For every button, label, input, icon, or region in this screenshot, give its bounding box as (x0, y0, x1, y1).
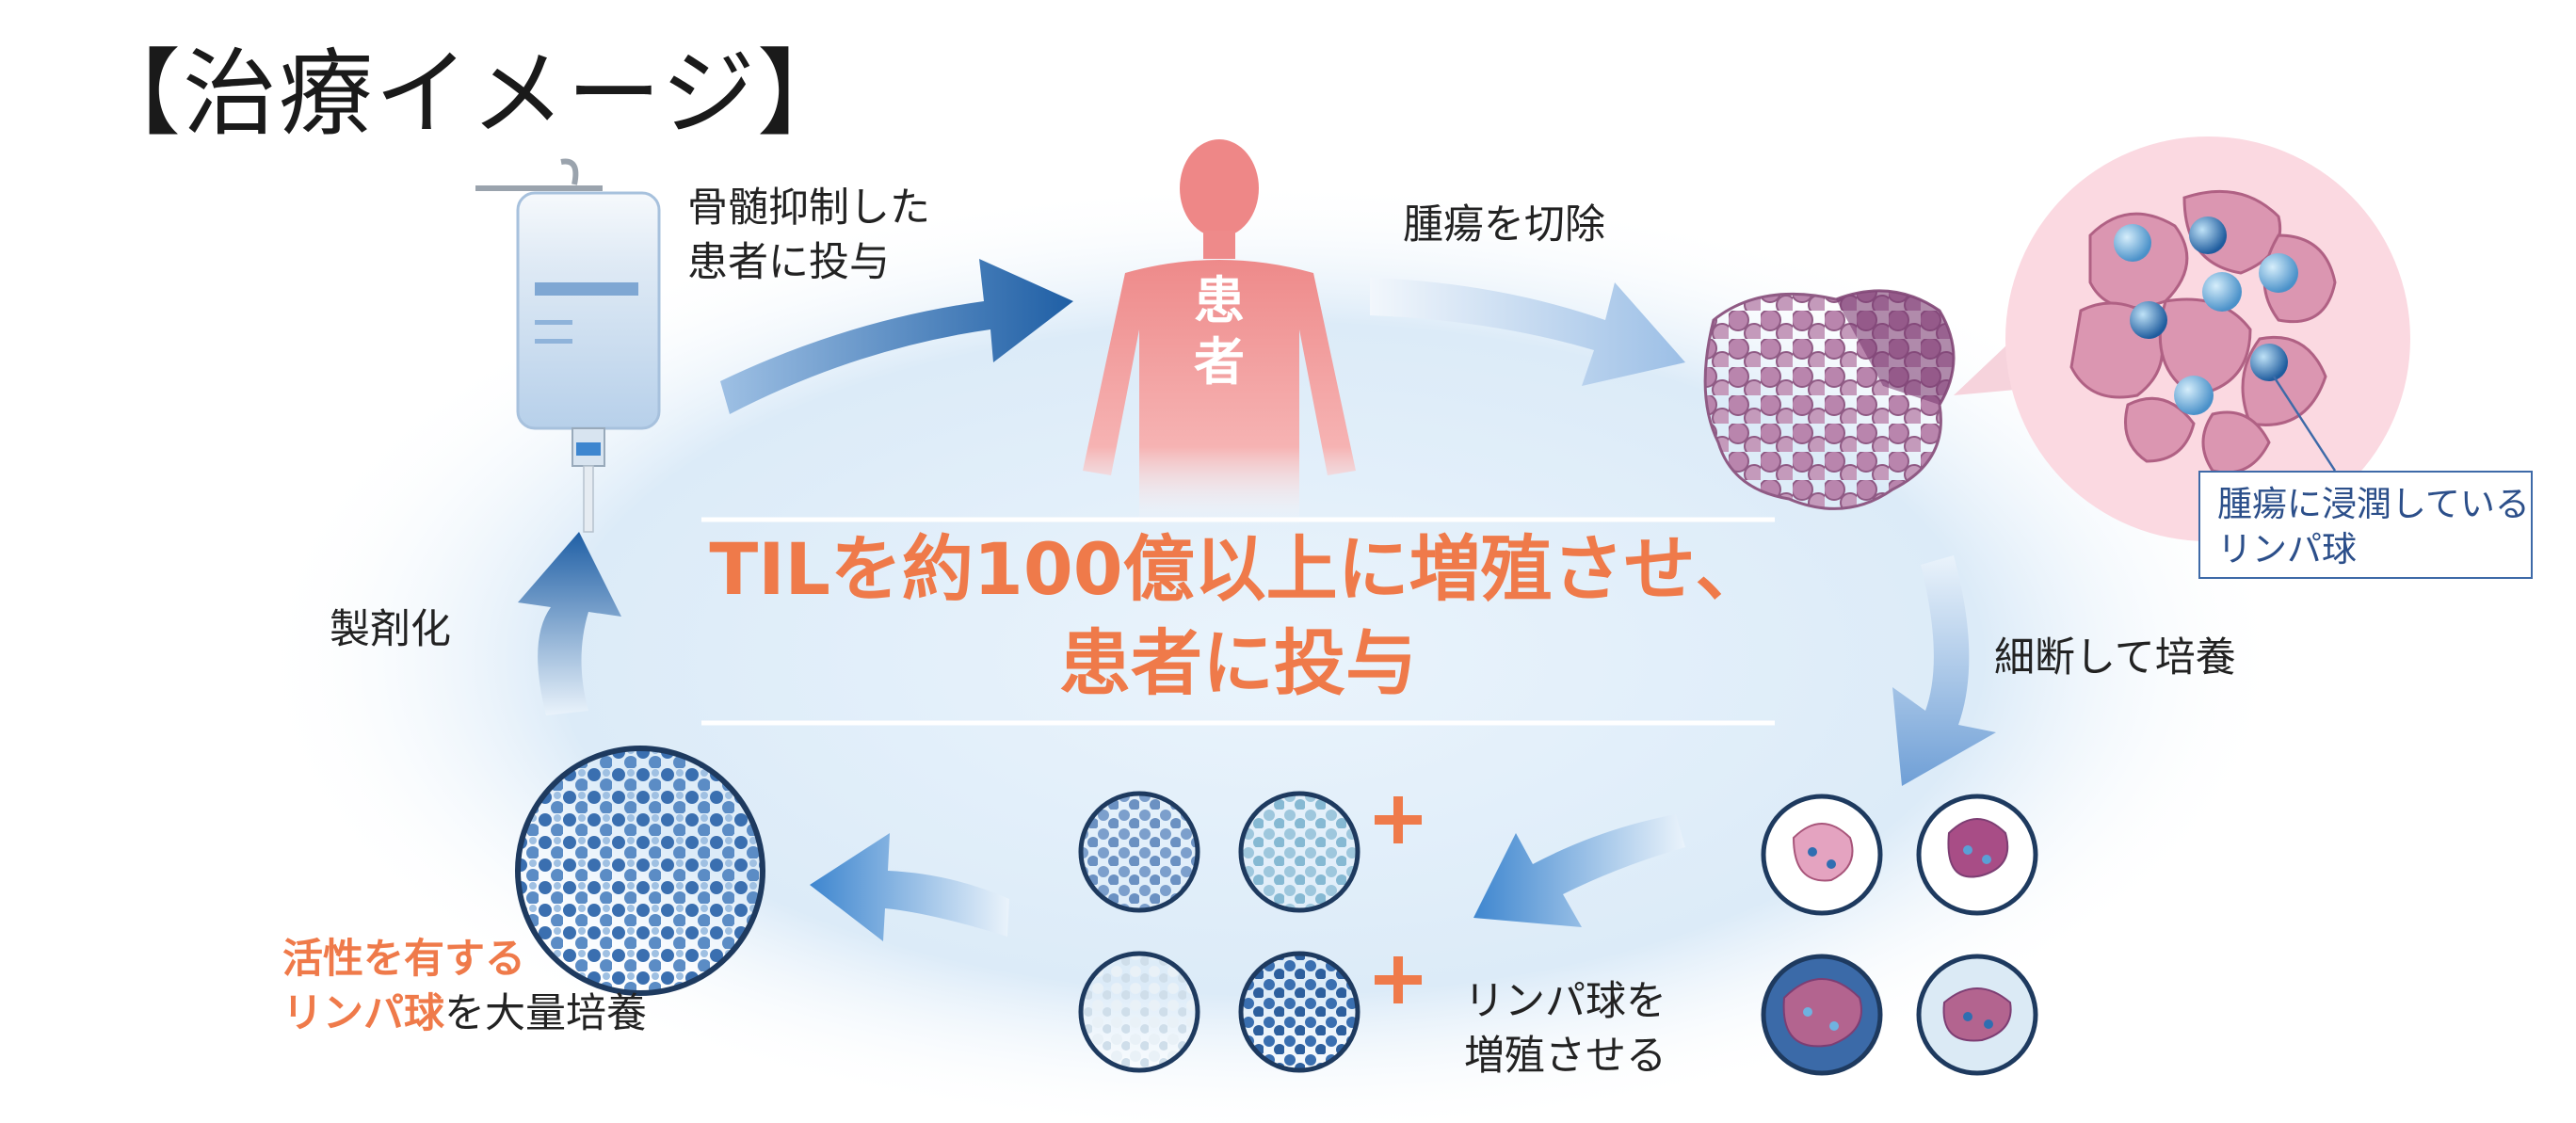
callout-line-2: リンパ球 (2217, 529, 2357, 570)
lymphocyte-dishes (1078, 791, 1360, 1073)
petri-dish-icon (1078, 951, 1200, 1073)
arrow-to-patient (720, 259, 1073, 414)
petri-dish-icon (1078, 791, 1200, 913)
page-title: 【治療イメージ】 (87, 39, 853, 149)
plus-symbols (1375, 796, 1422, 1003)
patient-label-char-1: 患 (1194, 271, 1245, 330)
petri-dish-icon (1238, 791, 1360, 913)
petri-dish-icon (1916, 794, 2038, 916)
step-proliferate-line-2: 増殖させる (1464, 1033, 1666, 1081)
tumor-culture-dishes (1761, 794, 2038, 1076)
petri-dish-icon (1761, 794, 1883, 916)
petri-dish-icon (1238, 951, 1360, 1073)
center-message-line-1: TILを約100億以上に増殖させ、 (709, 527, 1767, 611)
petri-dish-icon (1761, 954, 1883, 1076)
tumor-icon (1703, 289, 1956, 510)
step-mass-culture-label: 活性を有する リンパ球を大量培養 (282, 932, 647, 1041)
arrow-left-proliferate (1473, 814, 1685, 927)
callout-box: 腫瘍に浸潤している リンパ球 (2198, 471, 2533, 579)
large-culture-dish (515, 746, 765, 996)
mass-culture-highlight-1: 活性を有する (282, 936, 525, 983)
mass-culture-highlight-2: リンパ球 (282, 990, 444, 1038)
mass-culture-rest: を大量培養 (444, 990, 647, 1038)
step-culture-label: 細断して培養 (1994, 634, 2236, 682)
step-formulate-label: 製剤化 (330, 606, 451, 653)
step-administer-line-2: 患者に投与 (687, 239, 890, 287)
arrow-to-tumor (1370, 278, 1685, 386)
step-administer-line-1: 骨髄抑制した (687, 184, 930, 232)
arrow-left-mass (810, 833, 1009, 941)
step-proliferate-line-1: リンパ球を (1464, 978, 1666, 1025)
center-message: TILを約100億以上に増殖させ、 患者に投与 (701, 522, 1775, 712)
center-message-line-2: 患者に投与 (1059, 621, 1417, 706)
step-proliferate-label: リンパ球を 増殖させる (1464, 974, 1666, 1083)
step-administer-label: 骨髄抑制した 患者に投与 (687, 181, 930, 290)
petri-dish-icon (1916, 954, 2038, 1076)
step-resect-label: 腫瘍を切除 (1403, 201, 1605, 249)
arrow-down-culture (1892, 555, 1996, 786)
arrow-up-formulate (518, 532, 621, 715)
iv-bag-icon (475, 158, 661, 533)
callout-line-1: 腫瘍に浸潤している (2217, 484, 2530, 524)
cell-magnified-icon (2005, 136, 2410, 541)
patient-label-char-2: 者 (1194, 332, 1245, 392)
human-silhouette-icon (1083, 139, 1356, 527)
